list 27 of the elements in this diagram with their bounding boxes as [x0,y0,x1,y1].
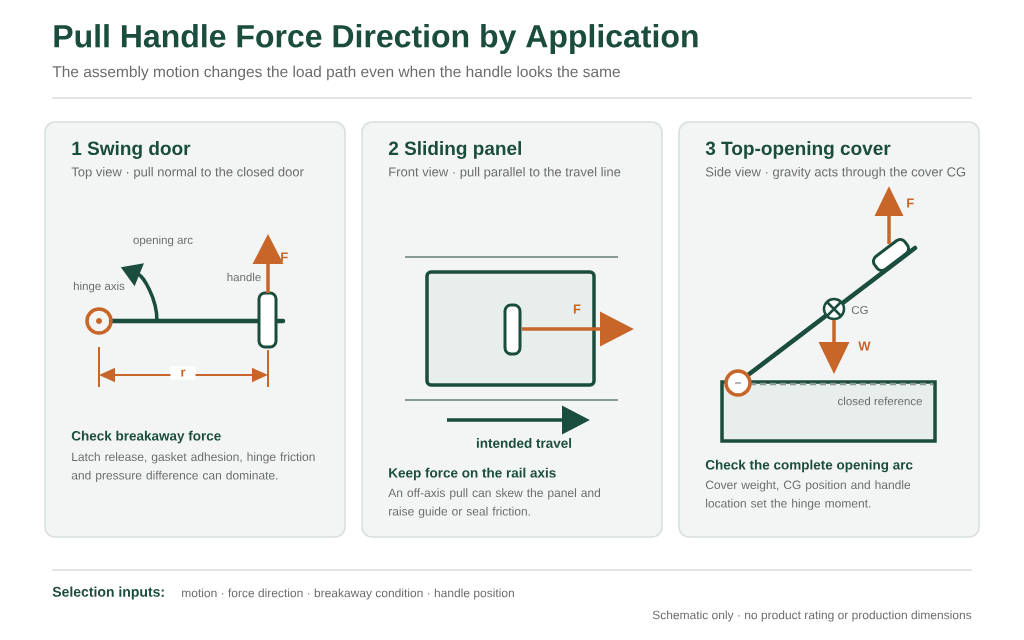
annotation: handle [227,272,261,282]
check-note: Cover weight, CG position and handle location set the hinge moment. [705,480,911,510]
force-label: F [281,252,288,262]
direction-label: intended travel [476,438,572,448]
view-caption: Front view · pull parallel to the travel line [389,166,621,180]
annotation: hinge axis [73,281,125,293]
title: Pull Handle Force Direction by Application [54,24,698,54]
annotation: closed reference [838,396,922,406]
check-heading: Check the complete opening arc [705,459,913,473]
check-note: An off-axis pull can skew the panel and raise guide or seal friction. [388,488,601,518]
view-caption: Top view · pull normal to the closed door [71,166,304,180]
cg-label: CG [851,305,868,315]
card-title: 2 Sliding panel [388,141,521,159]
card-title: 3 Top-opening cover [705,141,891,159]
subtitle: The assembly motion changes the load path even when the handle looks the same [52,65,620,81]
footnote: Schematic only · no product rating or production dimensions [652,610,972,622]
force-label: F [573,304,581,314]
inputs-heading: Selection inputs: [52,586,164,600]
annotation: opening arc [133,235,193,247]
card-title: 1 Swing door [72,141,191,159]
view-caption: Side view · gravity acts through the cover CG [705,166,966,180]
check-heading: Check breakaway force [71,430,221,444]
force-label: F [907,198,914,208]
inputs-list: motion · force direction · breakaway condition · handle position [182,588,514,600]
check-heading: Keep force on the rail axis [389,467,556,481]
check-note: Latch release, gasket adhesion, hinge friction and pressure difference can dominate. [71,452,315,482]
weight-label: W [858,341,871,351]
